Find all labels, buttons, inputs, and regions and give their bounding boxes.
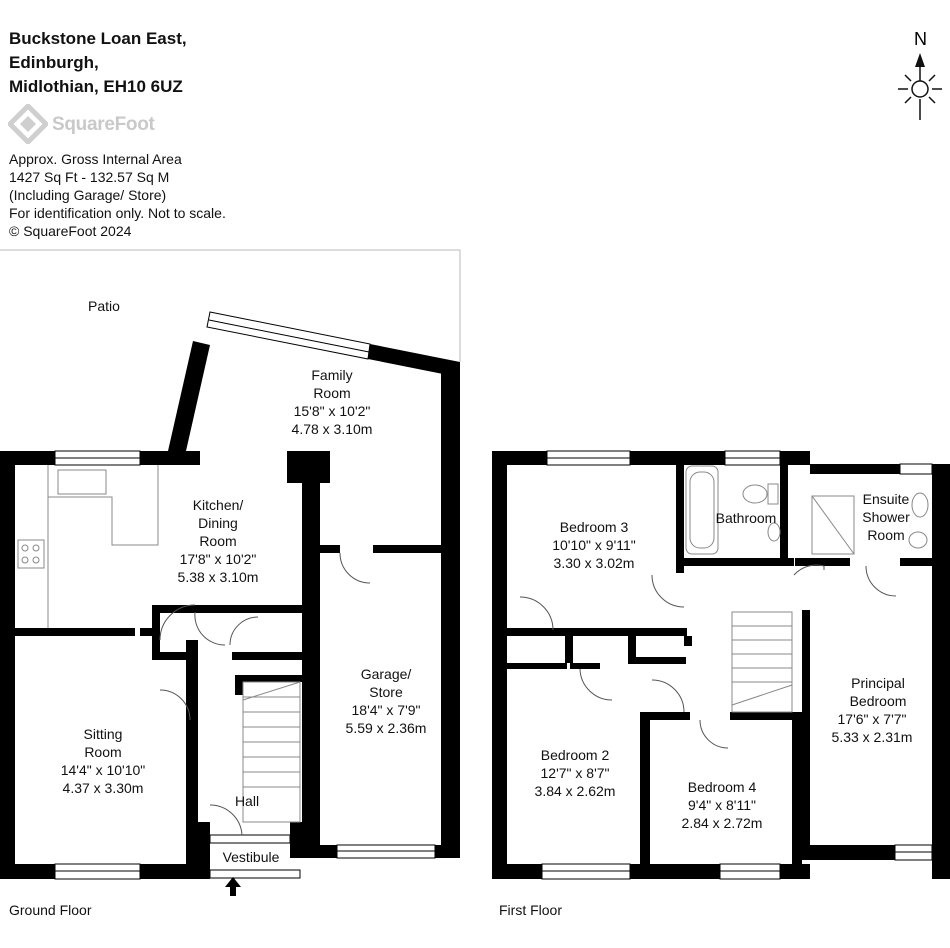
first-floor-label: First Floor	[499, 902, 562, 918]
bedroom3-imperial: 10'10" x 9'11"	[552, 537, 636, 553]
address-line-2: Edinburgh,	[9, 53, 99, 72]
kitchen-fittings	[17, 465, 159, 628]
sitting-room-name-2: Room	[84, 744, 121, 760]
family-room-name-2: Room	[313, 385, 350, 401]
area-line-4: For identification only. Not to scale.	[9, 205, 226, 221]
patio-label: Patio	[88, 298, 120, 314]
sitting-room-imperial: 14'4" x 10'10"	[61, 762, 146, 778]
ground-floor-label: Ground Floor	[9, 902, 92, 918]
kitchen-metric: 5.38 x 3.10m	[178, 569, 259, 585]
area-line-1: Approx. Gross Internal Area	[9, 151, 182, 167]
kitchen-name-3: Room	[199, 533, 236, 549]
bedroom2-metric: 3.84 x 2.62m	[535, 783, 616, 799]
principal-name-2: Bedroom	[850, 693, 907, 709]
hall-label: Hall	[235, 793, 259, 809]
first-doors	[519, 564, 897, 749]
area-line-5: © SquareFoot 2024	[9, 223, 132, 239]
first-stairs	[731, 611, 793, 713]
ensuite-name-2: Shower	[862, 509, 910, 525]
garage-imperial: 18'4" x 7'9"	[352, 702, 421, 718]
ground-stairs	[242, 681, 301, 823]
compass: N	[896, 25, 946, 125]
first-floor-plan	[492, 451, 950, 879]
family-room-metric: 4.78 x 3.10m	[292, 421, 373, 437]
kitchen-name-1: Kitchen/	[193, 497, 244, 513]
bedroom3-metric: 3.30 x 3.02m	[554, 555, 635, 571]
bedroom3-name: Bedroom 3	[560, 519, 629, 535]
garage-name-2: Store	[369, 684, 403, 700]
bedroom4-metric: 2.84 x 2.72m	[682, 815, 763, 831]
ensuite-name-1: Ensuite	[863, 491, 910, 507]
principal-metric: 5.33 x 2.31m	[832, 729, 913, 745]
company-logo: SquareFoot	[6, 102, 178, 146]
principal-imperial: 17'6" x 7'7"	[838, 711, 907, 727]
ground-floor-plan	[0, 341, 460, 879]
north-arrow-icon: N	[898, 29, 942, 120]
ground-doors	[159, 552, 371, 836]
bedroom2-imperial: 12'7" x 8'7"	[541, 765, 610, 781]
address-line-3: Midlothian, EH10 6UZ	[9, 77, 183, 96]
family-room-name-1: Family	[311, 367, 352, 383]
kitchen-name-2: Dining	[198, 515, 238, 531]
garage-name-1: Garage/	[361, 666, 412, 682]
diamond-logo-icon	[6, 102, 50, 146]
ground-floor-windows	[54, 311, 436, 880]
bathroom-fittings	[685, 465, 929, 555]
address-line-1: Buckstone Loan East,	[9, 29, 187, 48]
kitchen-imperial: 17'8" x 10'2"	[180, 551, 257, 567]
garage-metric: 5.59 x 2.36m	[346, 720, 427, 736]
area-info: Approx. Gross Internal Area 1427 Sq Ft -…	[9, 150, 226, 240]
logo-text: SquareFoot	[52, 114, 155, 135]
sitting-room-metric: 4.37 x 3.30m	[63, 780, 144, 796]
property-address: Buckstone Loan East, Edinburgh, Midlothi…	[9, 27, 187, 99]
entrance-arrow-icon	[225, 877, 241, 896]
principal-name-1: Principal	[851, 675, 905, 691]
bedroom4-name: Bedroom 4	[688, 779, 757, 795]
area-line-3: (Including Garage/ Store)	[9, 187, 167, 203]
area-line-2: 1427 Sq Ft - 132.57 Sq M	[9, 169, 170, 185]
patio-outline	[0, 249, 461, 362]
bathroom-label: Bathroom	[716, 510, 777, 526]
family-room-imperial: 15'8" x 10'2"	[294, 403, 371, 419]
first-floor-windows	[541, 450, 933, 880]
compass-label: N	[914, 29, 927, 49]
sitting-room-name-1: Sitting	[84, 726, 123, 742]
bedroom4-imperial: 9'4" x 8'11"	[688, 797, 756, 813]
ensuite-name-3: Room	[867, 527, 904, 543]
bedroom2-name: Bedroom 2	[541, 747, 610, 763]
vestibule-label: Vestibule	[223, 849, 280, 865]
